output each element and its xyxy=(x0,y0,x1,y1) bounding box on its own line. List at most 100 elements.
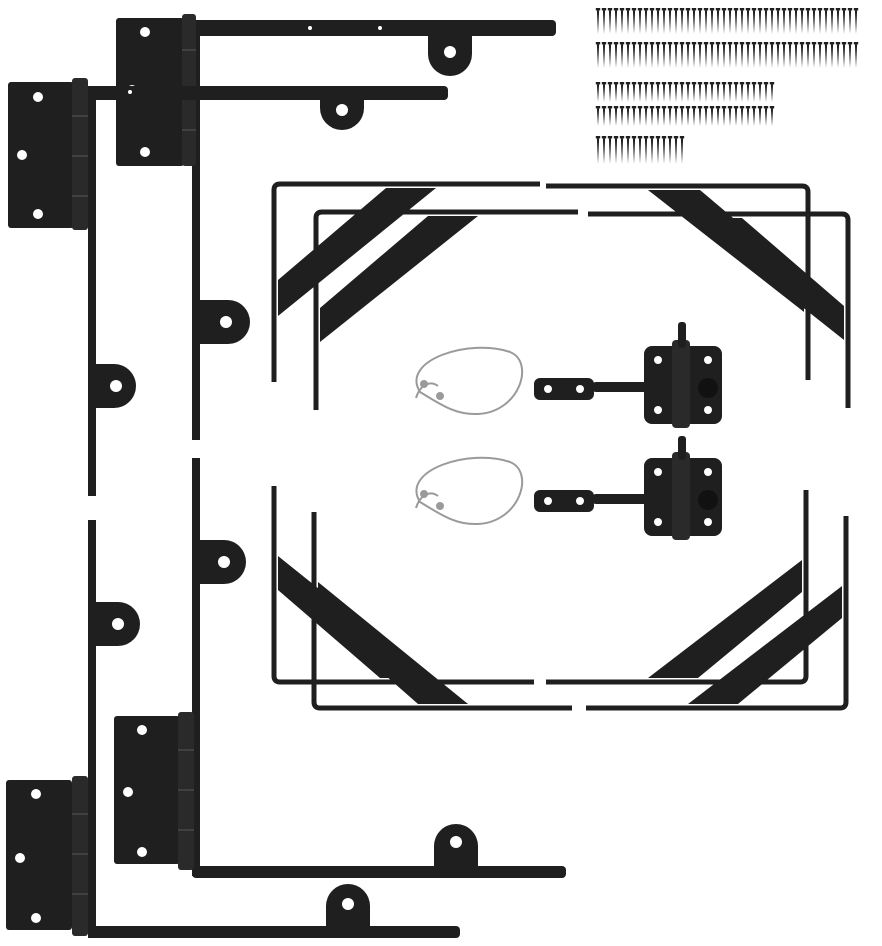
screw-icon xyxy=(655,8,661,11)
screw-icon xyxy=(638,84,642,102)
screw-icon xyxy=(601,106,607,109)
corner-brace-icon xyxy=(311,512,572,711)
screw-icon xyxy=(703,42,709,45)
screw-icon xyxy=(679,8,685,11)
screw-icon xyxy=(806,10,810,34)
screw-icon xyxy=(716,10,720,34)
screw-icon xyxy=(715,106,721,109)
screw-icon xyxy=(745,8,751,11)
screw-icon xyxy=(727,42,733,45)
screw-icon xyxy=(757,106,763,109)
screw-icon xyxy=(643,82,649,85)
screw-icon xyxy=(722,84,726,102)
screw-icon xyxy=(620,10,624,34)
screw-icon xyxy=(692,108,696,126)
screw-icon xyxy=(853,42,859,45)
screw-icon xyxy=(668,44,672,68)
screw-icon xyxy=(847,8,853,11)
screw-icon xyxy=(734,84,738,102)
screw-icon xyxy=(733,82,739,85)
screw-icon xyxy=(685,8,691,11)
screw-icon xyxy=(674,44,678,68)
screw-icon xyxy=(596,138,600,164)
screw-icon xyxy=(613,136,619,139)
screw-icon xyxy=(817,42,823,45)
screw-icon xyxy=(733,42,739,45)
screw-icon xyxy=(685,106,691,109)
screw-icon xyxy=(686,108,690,126)
screw-icon xyxy=(770,44,774,68)
screw-icon xyxy=(715,8,721,11)
screw-icon xyxy=(710,84,714,102)
corner-brace-diagonal xyxy=(320,216,478,342)
screw-icon xyxy=(788,44,792,68)
screw-icon xyxy=(626,84,630,102)
screw-icon xyxy=(848,44,852,68)
screw-icon xyxy=(752,84,756,102)
gate-latch-icon xyxy=(534,322,722,428)
screw-icon xyxy=(608,84,612,102)
screw-icon xyxy=(608,138,612,164)
screw-icon xyxy=(721,82,727,85)
screw-icon xyxy=(800,44,804,68)
screw-icon xyxy=(776,10,780,34)
screw-icon xyxy=(722,10,726,34)
screw-icon xyxy=(751,42,757,45)
screw-icon xyxy=(794,10,798,34)
screw-icon xyxy=(698,108,702,126)
screw-icon xyxy=(638,10,642,34)
corner-brace-diagonal xyxy=(318,582,468,704)
screw-icon xyxy=(763,8,769,11)
screw-icon xyxy=(818,10,822,34)
screw-icon xyxy=(686,44,690,68)
screw-icon xyxy=(769,8,775,11)
screw-icon xyxy=(631,106,637,109)
screw-icon xyxy=(644,108,648,126)
screw-icon xyxy=(602,44,606,68)
screw-icon xyxy=(758,84,762,102)
screw-icon xyxy=(680,108,684,126)
screw-icon xyxy=(625,8,631,11)
screw-icon xyxy=(709,106,715,109)
screw-icon xyxy=(632,44,636,68)
screw-icon xyxy=(793,42,799,45)
screw-icon xyxy=(595,42,601,45)
screw-icon xyxy=(782,44,786,68)
corner-brace-icon xyxy=(546,183,811,380)
screw-icon xyxy=(680,84,684,102)
screw-icon xyxy=(763,82,769,85)
screw-icon xyxy=(727,8,733,11)
screw-icon xyxy=(673,8,679,11)
screw-icon xyxy=(704,84,708,102)
screw-icon xyxy=(662,44,666,68)
screw-icon xyxy=(704,10,708,34)
screw-icon xyxy=(740,10,744,34)
screw-icon xyxy=(608,44,612,68)
screw-icon xyxy=(787,8,793,11)
screw-icon xyxy=(595,8,601,11)
screw-icon xyxy=(710,10,714,34)
screw-icon xyxy=(830,10,834,34)
screw-icon xyxy=(782,10,786,34)
screw-icon xyxy=(841,8,847,11)
screw-icon xyxy=(812,10,816,34)
screw-icon xyxy=(721,106,727,109)
screw-icon xyxy=(746,84,750,102)
screw-icon xyxy=(631,136,637,139)
screw-icon xyxy=(613,8,619,11)
screw-icon xyxy=(691,8,697,11)
screw-icon xyxy=(655,42,661,45)
screw-icon xyxy=(734,10,738,34)
screw-icon xyxy=(715,42,721,45)
screw-icon xyxy=(626,108,630,126)
screw-icon xyxy=(751,106,757,109)
screw-icon xyxy=(752,44,756,68)
screw-icon xyxy=(692,84,696,102)
screw-icon xyxy=(751,8,757,11)
screw-icon xyxy=(709,8,715,11)
screw-icon xyxy=(655,136,661,139)
screw-icon xyxy=(829,42,835,45)
screw-icon xyxy=(691,82,697,85)
screw-icon xyxy=(632,10,636,34)
screw-icon xyxy=(805,42,811,45)
